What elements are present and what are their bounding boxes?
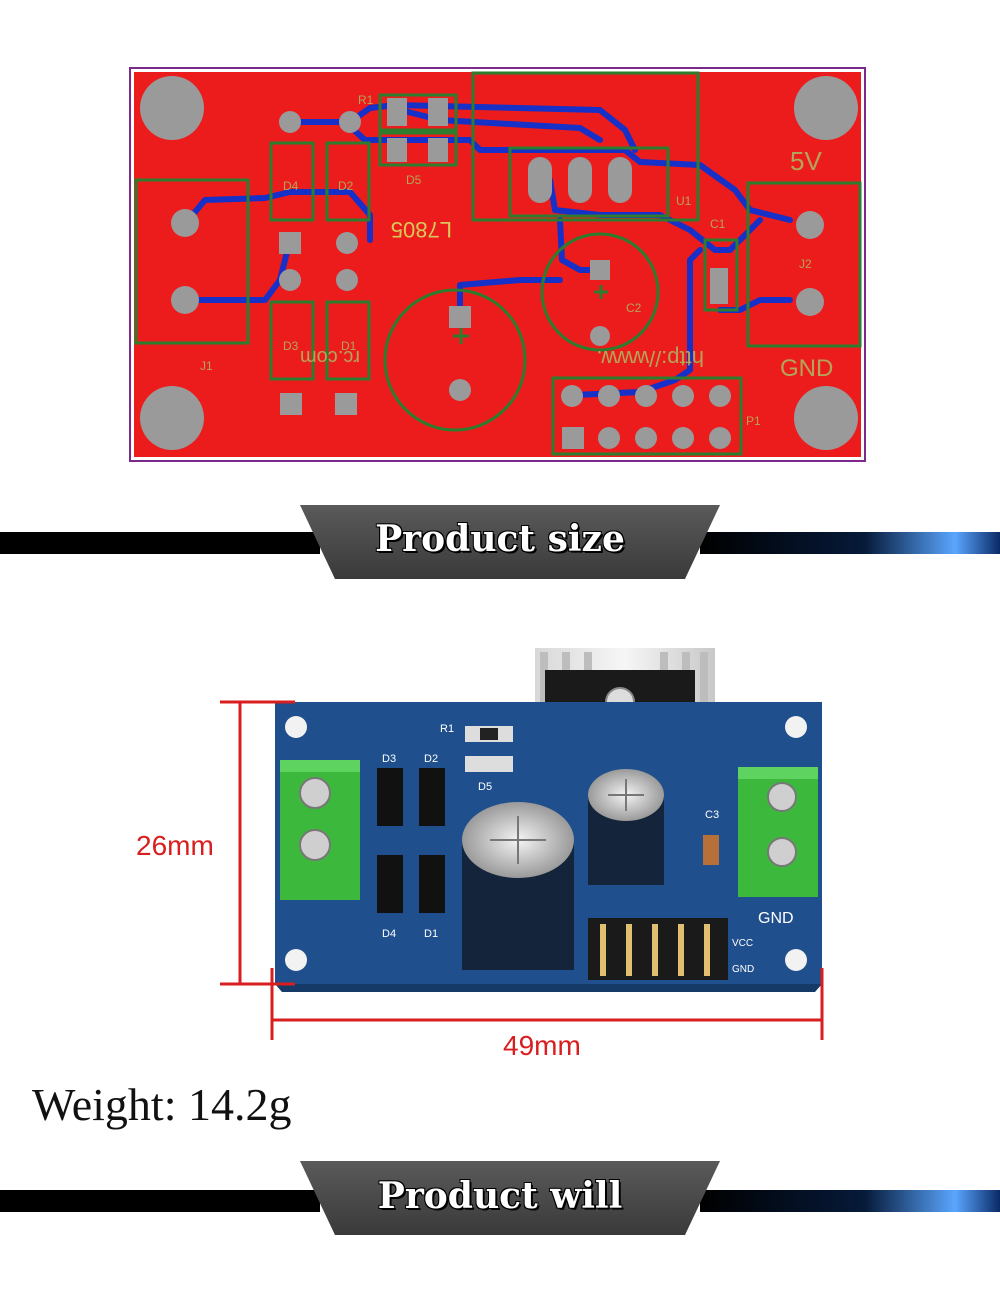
- svg-text:R1: R1: [440, 723, 454, 735]
- silk-com: rc.com: [300, 346, 360, 368]
- silk-url: http://www.: [596, 346, 704, 371]
- svg-text:D2: D2: [338, 179, 354, 193]
- svg-text:R1: R1: [358, 93, 374, 107]
- dimension-markers: [220, 700, 824, 1040]
- banner-title-will: Product will: [377, 1175, 623, 1217]
- svg-text:U1: U1: [676, 194, 692, 208]
- silk-5v: 5V: [790, 146, 822, 176]
- board-outline: [129, 67, 866, 462]
- capacitor-small: [588, 769, 664, 885]
- terminal-block-input: [280, 760, 360, 900]
- terminal-block-output: [738, 767, 818, 897]
- capacitor-c3: [703, 835, 719, 865]
- svg-text:D3: D3: [382, 753, 396, 765]
- dimension-width-label: 49mm: [503, 1030, 581, 1061]
- pcb-board: [134, 72, 861, 457]
- svg-text:D5: D5: [406, 173, 422, 187]
- rectifier-diodes: [377, 768, 445, 913]
- svg-text:J2: J2: [799, 257, 812, 271]
- svg-text:D3: D3: [283, 339, 299, 353]
- svg-text:C2: C2: [626, 301, 642, 315]
- svg-text:D4: D4: [382, 928, 396, 940]
- svg-text:GND: GND: [732, 964, 754, 975]
- mounting-holes: [140, 76, 858, 450]
- board-mounting-holes: [285, 716, 807, 971]
- svg-text:D1: D1: [341, 339, 357, 353]
- section-banner-will: [0, 1161, 1000, 1235]
- led-d5: [465, 756, 513, 772]
- product-photo: R1 D3 D2 D5 D4 D1 C3 GND VCC GND: [220, 648, 824, 1040]
- capacitor-plus-marks: [453, 285, 608, 344]
- svg-text:J1: J1: [200, 359, 213, 373]
- svg-text:C3: C3: [705, 809, 719, 821]
- svg-text:GND: GND: [758, 910, 794, 927]
- silk-regulator: L7805: [391, 217, 452, 242]
- svg-text:D4: D4: [283, 179, 299, 193]
- svg-text:D1: D1: [424, 928, 438, 940]
- svg-text:D2: D2: [424, 753, 438, 765]
- silk-gnd: GND: [780, 355, 833, 382]
- svg-text:VCC: VCC: [732, 938, 753, 949]
- component-outlines: [134, 71, 862, 456]
- silk-designators: R1 D5 D4 D2 D3 D1 J1 J2 C1 C2 U1 P1: [200, 93, 812, 428]
- svg-text:C1: C1: [710, 217, 726, 231]
- pcb-layout-diagram: 5V GND L7805 http://www. rc.com R1 D5 D4…: [129, 67, 866, 462]
- pin-header: [588, 918, 728, 980]
- dimension-height-label: 26mm: [136, 830, 214, 861]
- svg-text:P1: P1: [746, 414, 761, 428]
- weight-text: Weight: 14.2g: [32, 1079, 292, 1130]
- svg-text:D5: D5: [478, 781, 492, 793]
- pcb-traces: [182, 102, 793, 398]
- pcb-pads: [171, 98, 824, 449]
- section-banner-size: [0, 505, 1000, 579]
- board-labels: R1 D3 D2 D5 D4 D1 C3 GND VCC GND: [382, 723, 794, 975]
- banner-title-size: Product size: [375, 518, 625, 560]
- capacitor-large: [462, 802, 574, 970]
